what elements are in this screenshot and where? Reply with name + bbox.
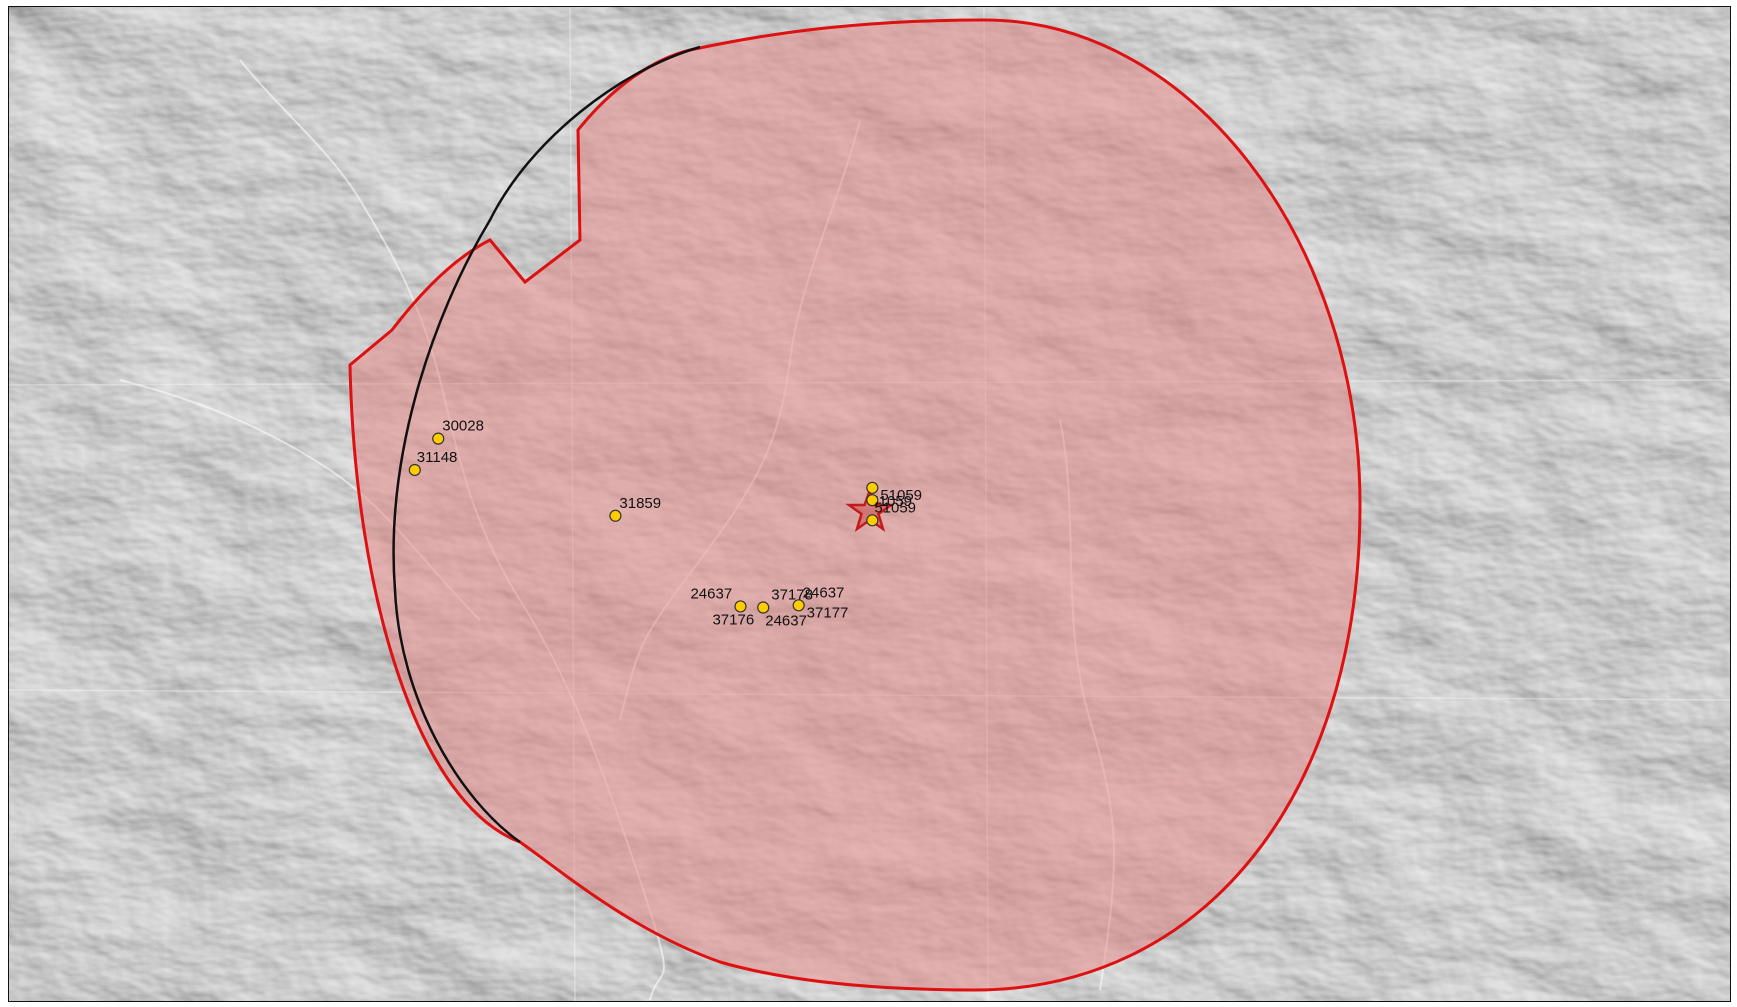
sample-point-label: 30028 bbox=[442, 418, 484, 435]
sample-point-label: 37176 bbox=[712, 611, 754, 628]
sample-point-marker[interactable] bbox=[866, 481, 879, 494]
sample-point-label: 24637 bbox=[765, 613, 807, 630]
sample-point-label: 51059 bbox=[880, 487, 922, 504]
sample-point-label: 37177 bbox=[807, 604, 849, 621]
sample-point-marker[interactable] bbox=[432, 432, 445, 445]
sample-point-marker[interactable] bbox=[734, 600, 747, 613]
sample-point-marker[interactable] bbox=[757, 601, 770, 614]
sample-point-label: 51059 bbox=[870, 493, 912, 510]
sample-point-marker[interactable] bbox=[792, 599, 805, 612]
sample-point-label: 51059 bbox=[874, 499, 916, 516]
sample-point-marker[interactable] bbox=[408, 463, 421, 477]
sample-point-label: 31859 bbox=[619, 495, 661, 512]
sample-point-label: 31148 bbox=[417, 449, 458, 466]
outer-buffer-circle bbox=[392, 45, 701, 844]
sample-point-marker[interactable] bbox=[866, 494, 879, 507]
sample-point-label: 37178 bbox=[771, 587, 813, 604]
sample-point-marker[interactable] bbox=[609, 509, 622, 522]
sample-point-marker[interactable] bbox=[866, 514, 879, 527]
sample-point-label: 24637 bbox=[803, 584, 845, 601]
sample-point-label: 24637 bbox=[690, 585, 732, 602]
